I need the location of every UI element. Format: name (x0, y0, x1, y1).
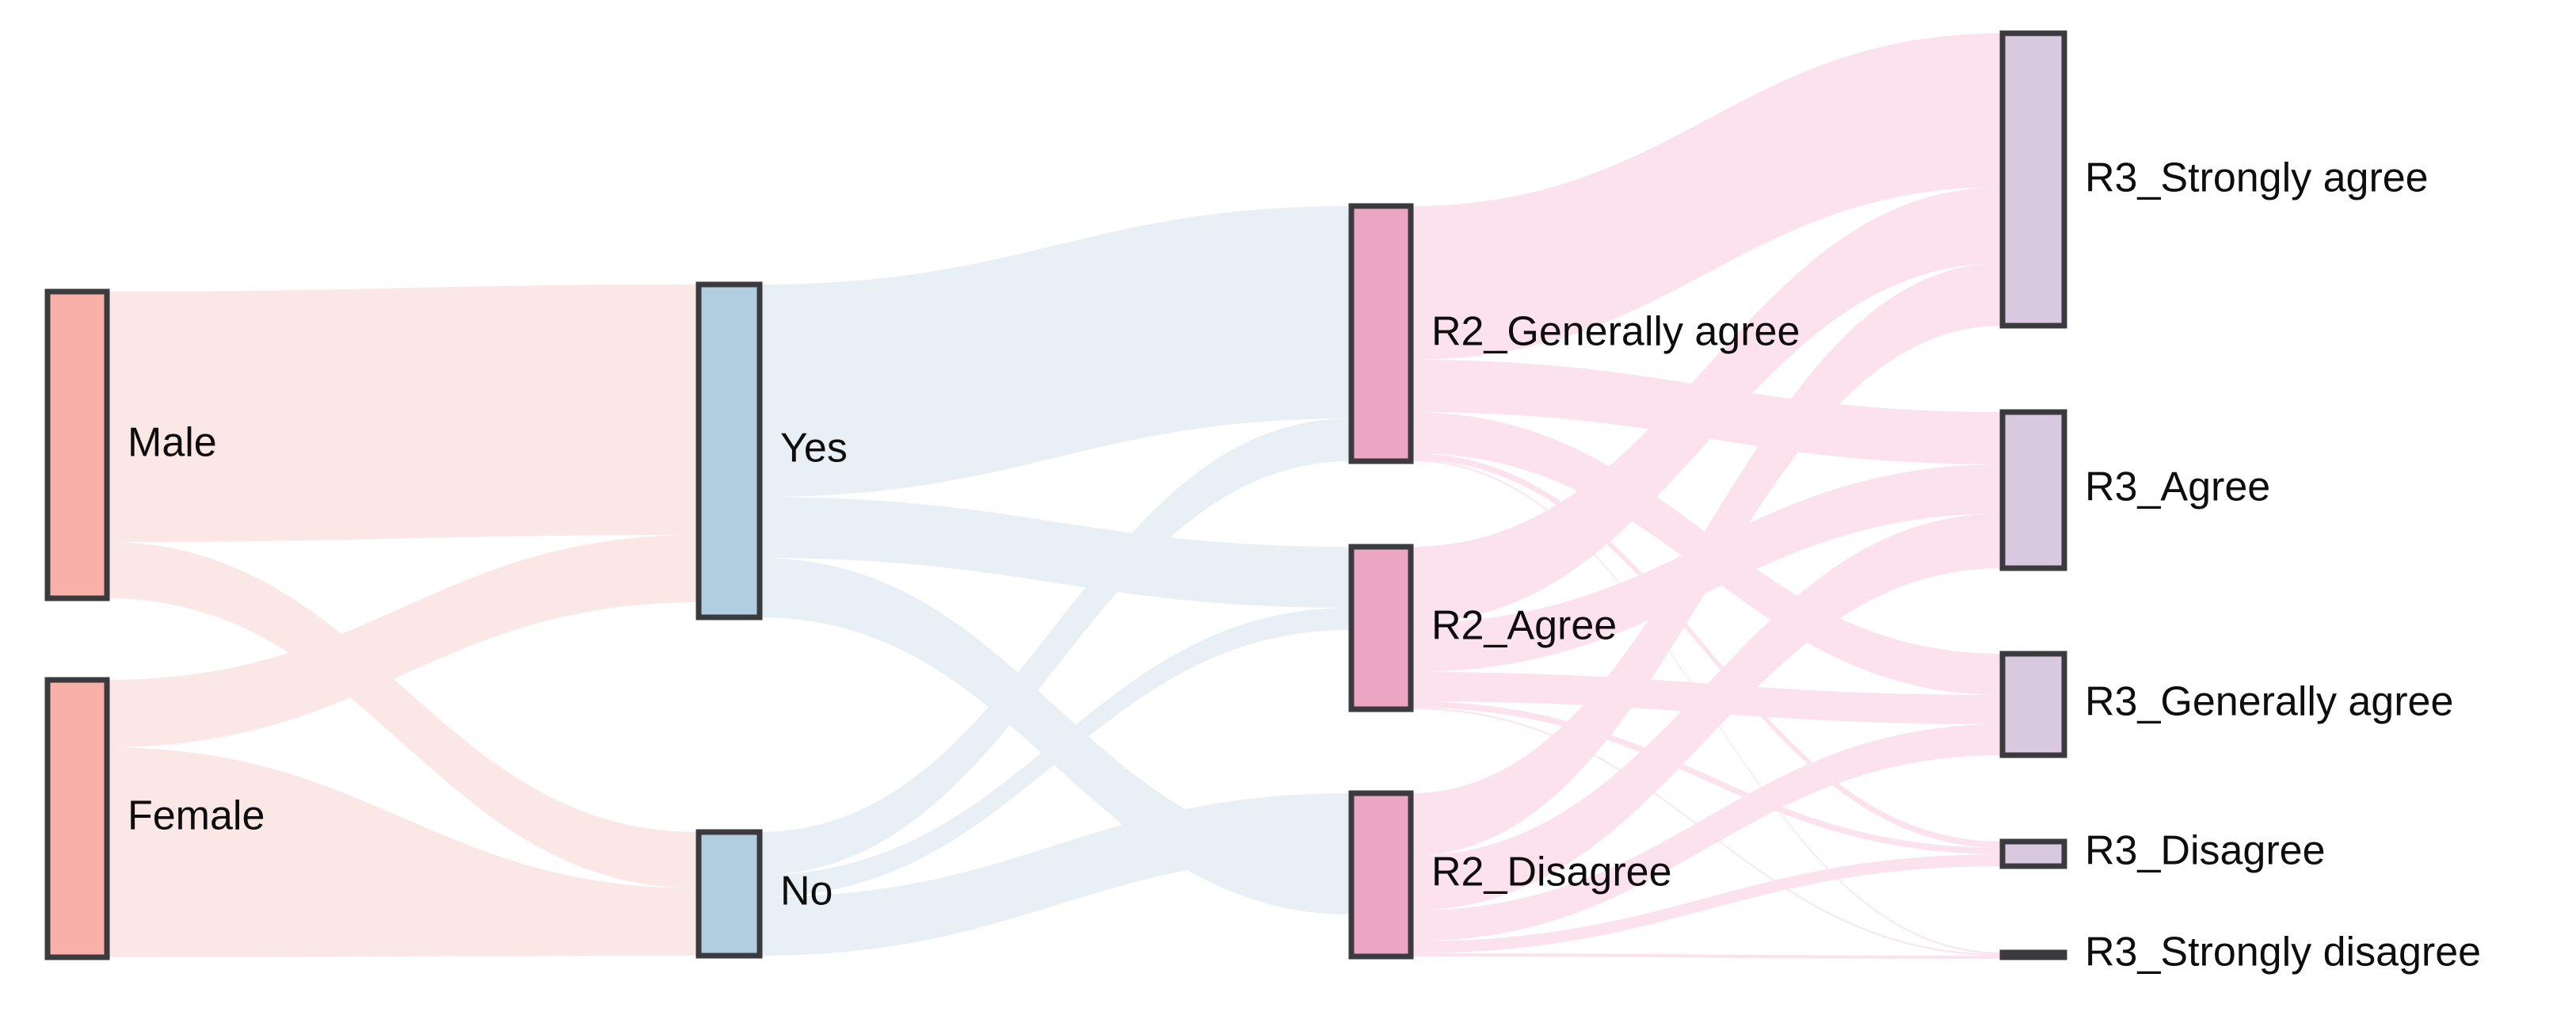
sankey-link-yes-to-r2_generally[interactable] (760, 206, 1351, 497)
sankey-node-r2_generally[interactable] (1348, 203, 1414, 464)
sankey-node-female[interactable] (44, 677, 110, 960)
sankey-link-r2_disagree-to-r3_strongly_ag[interactable] (1411, 263, 2002, 856)
sankey-link-r2_generally-to-r3_strongly_ag[interactable] (1411, 33, 2002, 360)
sankey-link-female-to-yes[interactable] (107, 535, 699, 747)
sankey-node-r2_disagree[interactable] (1348, 790, 1414, 960)
sankey-node-r3_generally[interactable] (1999, 651, 2067, 758)
sankey-node-label-r2_generally: R2_Generally agree (1431, 309, 1800, 355)
sankey-link-r2_agree-to-r3_strongly_ag[interactable] (1411, 187, 2002, 623)
sankey-node-label-r2_agree: R2_Agree (1431, 603, 1617, 649)
sankey-link-male-to-no[interactable] (107, 542, 699, 888)
sankey-node-r2_agree[interactable] (1348, 544, 1414, 712)
sankey-link-yes-to-r2_agree[interactable] (760, 497, 1351, 608)
sankey-node-r3_strongly_ag[interactable] (1999, 30, 2067, 329)
sankey-link-r2_agree-to-r3_disagree[interactable] (1411, 701, 2002, 854)
sankey-link-no-to-r2_generally[interactable] (760, 418, 1351, 875)
sankey-node-label-r3_disagree: R3_Disagree (2085, 828, 2326, 874)
sankey-link-r2_disagree-to-r3_disagree[interactable] (1411, 854, 2002, 953)
sankey-node-r3_agree[interactable] (1999, 409, 2067, 571)
sankey-nodes-layer (44, 30, 2067, 960)
sankey-node-label-r3_agree: R3_Agree (2085, 464, 2270, 510)
sankey-node-yes[interactable] (695, 281, 763, 620)
sankey-link-r2_generally-to-r3_disagree[interactable] (1411, 453, 2002, 848)
sankey-node-label-r3_strongly_ag: R3_Strongly agree (2085, 155, 2429, 201)
sankey-node-label-female: Female (128, 793, 265, 839)
sankey-link-male-to-yes[interactable] (107, 284, 699, 542)
sankey-node-label-r3_strongly_dis: R3_Strongly disagree (2085, 930, 2481, 975)
sankey-link-r2_disagree-to-r3_strongly_dis[interactable] (1411, 953, 2002, 959)
sankey-links-layer (107, 33, 2002, 959)
sankey-link-r2_disagree-to-r3_agree[interactable] (1411, 514, 2002, 911)
sankey-node-label-r3_generally: R3_Generally agree (2085, 679, 2453, 725)
sankey-node-label-no: No (780, 869, 833, 914)
sankey-link-female-to-no[interactable] (107, 747, 699, 957)
sankey-node-r3_disagree[interactable] (1999, 838, 2067, 869)
sankey-node-label-r2_disagree: R2_Disagree (1431, 849, 1672, 895)
sankey-link-r2_disagree-to-r3_generally[interactable] (1411, 724, 2002, 941)
sankey-link-no-to-r2_agree[interactable] (760, 608, 1351, 897)
sankey-node-label-male: Male (128, 420, 217, 466)
sankey-node-r3_strongly_dis[interactable] (1999, 949, 2067, 960)
sankey-node-no[interactable] (695, 829, 763, 959)
sankey-node-label-yes: Yes (780, 426, 848, 472)
sankey-link-no-to-r2_disagree[interactable] (760, 793, 1351, 956)
sankey-node-male[interactable] (44, 288, 110, 601)
